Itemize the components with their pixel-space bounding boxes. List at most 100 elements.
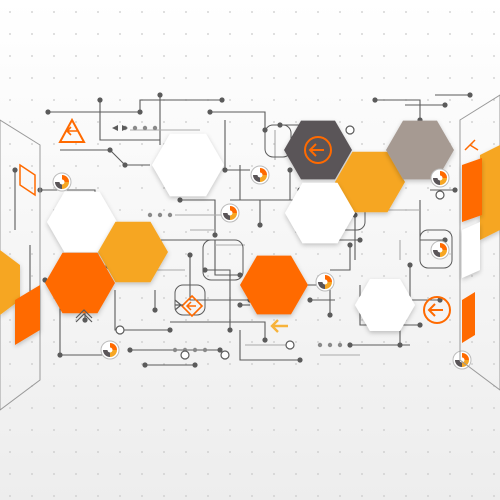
grid-dot <box>273 253 275 255</box>
grid-dot <box>31 429 33 431</box>
grid-dot <box>185 121 187 123</box>
perspective-side-panels <box>0 94 500 411</box>
grid-dot <box>471 451 473 453</box>
right-panel-hex <box>480 145 500 240</box>
grid-dot <box>207 275 209 277</box>
grid-dot <box>53 33 55 35</box>
grid-dot <box>141 33 143 35</box>
circuit-box <box>419 229 453 269</box>
grid-dot <box>31 33 33 35</box>
grid-dot <box>141 407 143 409</box>
left-panel-frame <box>0 119 41 411</box>
grid-dot <box>405 231 407 233</box>
grid-dot <box>361 121 363 123</box>
grid-dot <box>185 209 187 211</box>
circuit-node <box>12 167 18 173</box>
grid-dot <box>317 341 319 343</box>
grid-dot <box>361 33 363 35</box>
grid-dot <box>119 33 121 35</box>
grid-dot <box>317 33 319 35</box>
grid-dot <box>9 341 11 343</box>
circuit-line <box>48 99 222 113</box>
grid-dot <box>273 473 275 475</box>
grid-dot <box>295 187 297 189</box>
grid-dot <box>229 165 231 167</box>
grid-dot <box>383 121 385 123</box>
circuit-node <box>407 262 413 268</box>
grid-dot <box>383 77 385 79</box>
grid-dot <box>405 495 407 497</box>
grid-dot <box>383 495 385 497</box>
grid-dot <box>405 385 407 387</box>
grid-dot <box>207 451 209 453</box>
grid-dot <box>97 33 99 35</box>
circuit-node <box>327 312 333 318</box>
grid-dot <box>163 451 165 453</box>
circuit-node <box>277 122 283 128</box>
grid-dot <box>405 253 407 255</box>
grid-dot <box>31 11 33 13</box>
grid-dot <box>427 407 429 409</box>
grid-dot <box>383 253 385 255</box>
pie-node-icon <box>220 203 240 223</box>
grid-dot <box>185 385 187 387</box>
grid-dot <box>361 253 363 255</box>
grid-dot <box>427 429 429 431</box>
grid-dot <box>493 275 495 277</box>
grid-dot <box>361 55 363 57</box>
ring-node <box>345 125 355 135</box>
grid-dot <box>339 99 341 101</box>
grid-dot <box>251 407 253 409</box>
grid-dot <box>361 143 363 145</box>
circuit-line <box>239 330 300 361</box>
grid-dot <box>185 275 187 277</box>
grid-dot <box>427 495 429 497</box>
grid-dot <box>449 33 451 35</box>
grid-dot <box>449 363 451 365</box>
grid-dot <box>339 341 341 343</box>
grid-dot <box>295 253 297 255</box>
circuit-node <box>122 162 128 168</box>
grid-dot <box>141 297 143 299</box>
grid-dot <box>427 55 429 57</box>
grid-dot <box>405 473 407 475</box>
grid-dot <box>383 473 385 475</box>
grid-dot <box>427 209 429 211</box>
grid-dot <box>383 55 385 57</box>
circuit-line <box>330 245 351 271</box>
icon-group <box>52 117 472 370</box>
grid-dot <box>449 451 451 453</box>
grid-dot <box>229 473 231 475</box>
grid-dot <box>207 253 209 255</box>
grid-dot <box>471 429 473 431</box>
circuit-node <box>467 92 473 98</box>
circuit-node <box>202 267 208 273</box>
grid-dot <box>229 143 231 145</box>
grid-dot <box>53 77 55 79</box>
connector-dot <box>152 125 158 131</box>
circuit-node <box>187 252 193 258</box>
grid-dot <box>273 11 275 13</box>
pie-node-icon <box>315 272 335 292</box>
grid-dot <box>207 11 209 13</box>
grid-dot <box>229 77 231 79</box>
grid-dot <box>229 495 231 497</box>
grid-dot <box>141 495 143 497</box>
grid-dot <box>295 473 297 475</box>
grid-dot <box>295 363 297 365</box>
grid-dot <box>471 407 473 409</box>
grid-dot <box>97 319 99 321</box>
circuit-node <box>217 347 223 353</box>
grid-dot <box>273 407 275 409</box>
grid-dot <box>361 319 363 321</box>
grid-dot <box>251 187 253 189</box>
grid-dot <box>383 143 385 145</box>
grid-dot <box>97 165 99 167</box>
grid-dot <box>471 121 473 123</box>
grid-dot <box>229 33 231 35</box>
grid-dot <box>493 429 495 431</box>
grid-dot <box>31 407 33 409</box>
ring-node <box>180 350 190 360</box>
grid-dot <box>383 275 385 277</box>
